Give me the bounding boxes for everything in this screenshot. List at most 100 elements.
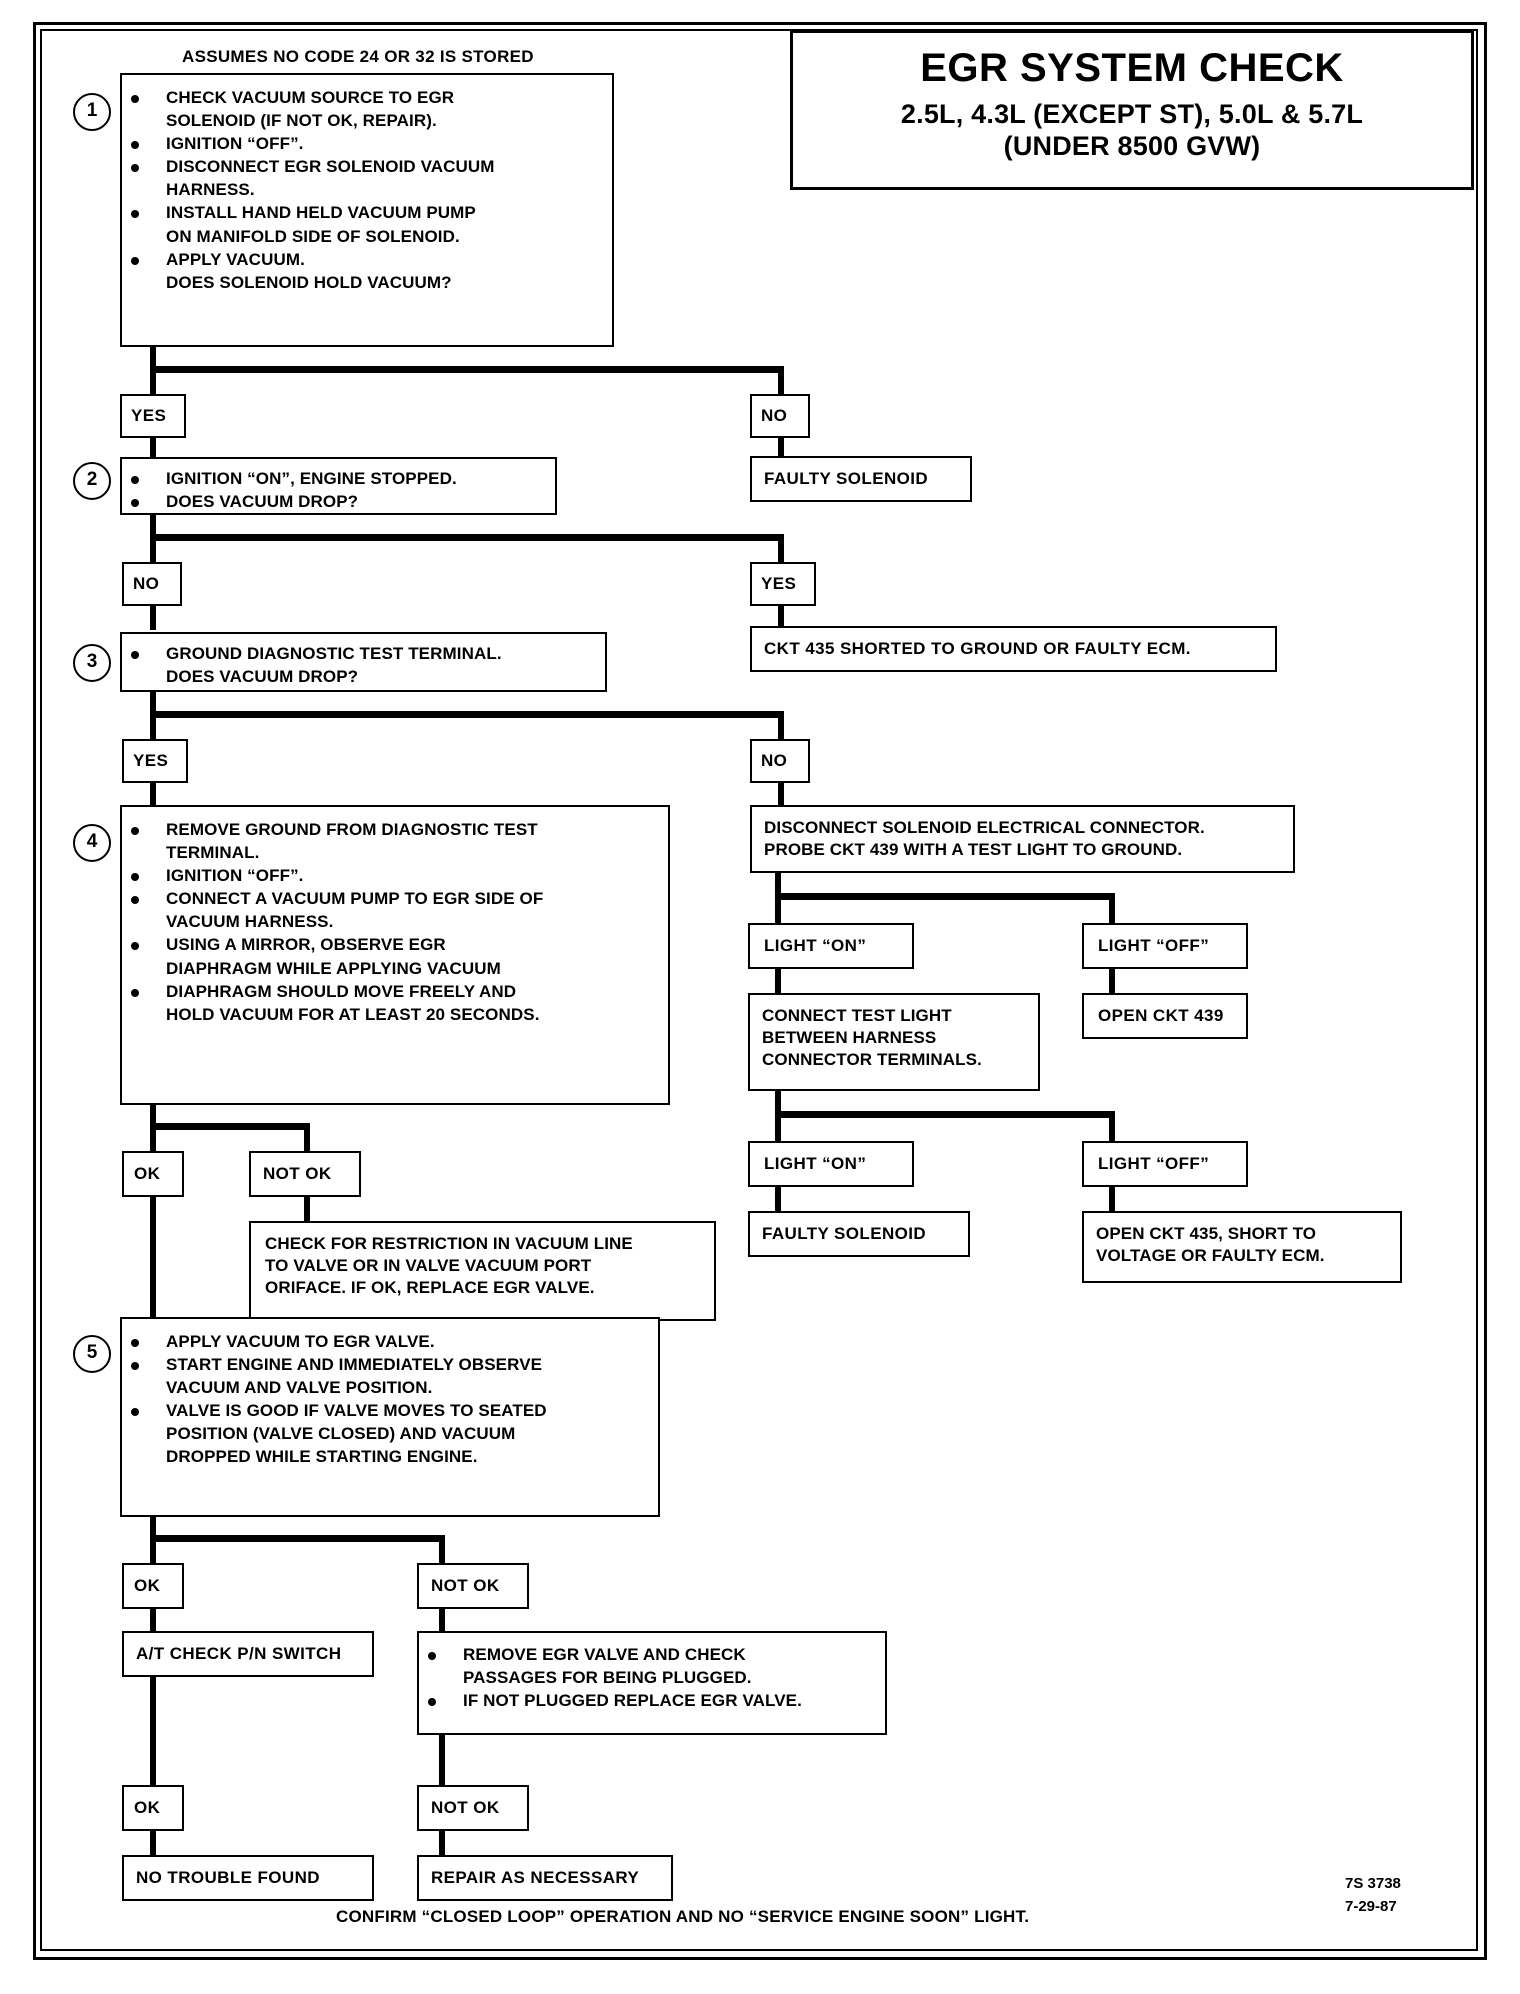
connector-at-check-down — [150, 1677, 156, 1787]
step-5-line-5: POSITION (VALVE CLOSED) AND VACUUM — [166, 1424, 516, 1444]
terminal-remove-egr-valve-line2: PASSAGES FOR BEING PLUGGED. — [463, 1668, 752, 1688]
terminal-faulty-solenoid-2: FAULTY SOLENOID — [748, 1211, 970, 1257]
terminal-repair-as-necessary: REPAIR AS NECESSARY — [417, 1855, 673, 1901]
terminal-remove-egr-valve-line1: REMOVE EGR VALVE AND CHECK — [419, 1644, 885, 1666]
connector-step1-to-yes — [150, 366, 156, 394]
step-4-box: REMOVE GROUND FROM DIAGNOSTIC TEST TERMI… — [120, 805, 670, 1105]
branch-label-light-off-2: LIGHT “OFF” — [1082, 1141, 1248, 1187]
connector-step5-down — [150, 1517, 156, 1541]
step-1-line-7: ON MANIFOLD SIDE OF SOLENOID. — [166, 226, 460, 246]
terminal-open-ckt-439-text: OPEN CKT 439 — [1098, 1006, 1224, 1025]
step-5-line-4: VALVE IS GOOD IF VALVE MOVES TO SEATED — [122, 1400, 650, 1422]
step-1-list: CHECK VACUUM SOURCE TO EGR SOLENOID (IF … — [122, 87, 604, 294]
terminal-faulty-solenoid-1: FAULTY SOLENOID — [750, 456, 972, 502]
branch-label-yes-3-text: YES — [133, 751, 169, 770]
terminal-remove-egr-valve-list: REMOVE EGR VALVE AND CHECK PASSAGES FOR … — [419, 1644, 885, 1712]
branch-label-yes-1: YES — [120, 394, 186, 438]
step-1-line-6: INSTALL HAND HELD VACUUM PUMP — [122, 202, 604, 224]
step-number-3: 3 — [73, 644, 111, 682]
step-2-line-1: IGNITION “ON”, ENGINE STOPPED. — [122, 468, 547, 490]
branch-label-not-ok-6-text: NOT OK — [431, 1798, 500, 1817]
branch-label-no-3: NO — [750, 739, 810, 783]
branch-label-light-off-1-text: LIGHT “OFF” — [1098, 936, 1210, 955]
step-5-line-3: VACUUM AND VALVE POSITION. — [166, 1378, 433, 1398]
step-4-line-7: DIAPHRAGM WHILE APPLYING VACUUM — [166, 958, 501, 978]
title-main: EGR SYSTEM CHECK — [920, 46, 1344, 90]
branch-label-no-3-text: NO — [761, 751, 788, 770]
connector-no3-down — [778, 783, 784, 805]
page-border-outer — [33, 22, 1487, 1960]
assumption-note: ASSUMES NO CODE 24 OR 32 IS STORED — [182, 47, 534, 66]
connector-step2-horizontal — [150, 534, 784, 541]
terminal-ckt435-shorted: CKT 435 SHORTED TO GROUND OR FAULTY ECM. — [750, 626, 1277, 672]
terminal-open-ckt-435: OPEN CKT 435, SHORT TO VOLTAGE OR FAULTY… — [1082, 1211, 1402, 1283]
terminal-no-trouble-found-text: NO TROUBLE FOUND — [136, 1868, 320, 1887]
step-1-line-1: CHECK VACUUM SOURCE TO EGR — [122, 87, 604, 109]
step-4-line-4: CONNECT A VACUUM PUMP TO EGR SIDE OF — [122, 888, 660, 910]
connector-ok4-down — [150, 1197, 156, 1317]
terminal-check-restriction-line3: ORIFACE. IF OK, REPLACE EGR VALVE. — [265, 1278, 595, 1298]
step-number-5: 5 — [73, 1335, 111, 1373]
connector-notok6-down — [439, 1831, 445, 1857]
step-4-line-6: USING A MIRROR, OBSERVE EGR — [122, 934, 660, 956]
terminal-connect-test-light-line1: CONNECT TEST LIGHT — [762, 1006, 952, 1025]
connector-test-light-down — [775, 1091, 781, 1117]
step-1-line-8: APPLY VACUUM. — [122, 249, 604, 271]
step-5-box: APPLY VACUUM TO EGR VALVE. START ENGINE … — [120, 1317, 660, 1517]
step-number-4: 4 — [73, 824, 111, 862]
step-5-line-6: DROPPED WHILE STARTING ENGINE. — [166, 1447, 478, 1467]
branch-label-light-on-1: LIGHT “ON” — [748, 923, 914, 969]
connector-light-off-2-down — [1109, 1187, 1115, 1213]
branch-label-ok-6-text: OK — [134, 1798, 161, 1817]
connector-light-off-1-down — [1109, 969, 1115, 995]
step-3-line-2: DOES VACUUM DROP? — [166, 667, 359, 687]
branch-label-not-ok-4: NOT OK — [249, 1151, 361, 1197]
branch-label-ok-4: OK — [122, 1151, 184, 1197]
step-4-line-1: REMOVE GROUND FROM DIAGNOSTIC TEST — [122, 819, 660, 841]
step-number-2: 2 — [73, 462, 111, 500]
branch-label-no-1-text: NO — [761, 406, 788, 425]
page-border-inner — [40, 29, 1478, 1951]
step-3-box: GROUND DIAGNOSTIC TEST TERMINAL. DOES VA… — [120, 632, 607, 692]
step-3-list: GROUND DIAGNOSTIC TEST TERMINAL. DOES VA… — [122, 643, 597, 688]
connector-step3-to-no — [778, 711, 784, 739]
branch-label-light-on-1-text: LIGHT “ON” — [764, 936, 867, 955]
step-2-list: IGNITION “ON”, ENGINE STOPPED. DOES VACU… — [122, 468, 547, 513]
connector-notok4-down — [304, 1197, 310, 1223]
branch-label-yes-3: YES — [122, 739, 188, 783]
step-number-1: 1 — [73, 93, 111, 131]
terminal-connect-test-light-line2: BETWEEN HARNESS — [762, 1028, 937, 1048]
branch-label-ok-5: OK — [122, 1563, 184, 1609]
connector-remove-egr-down — [439, 1735, 445, 1787]
step-4-list: REMOVE GROUND FROM DIAGNOSTIC TEST TERMI… — [122, 819, 660, 1026]
connector-to-light-on-1 — [775, 893, 781, 923]
connector-step3-to-yes — [150, 711, 156, 739]
document-number: 7S 3738 — [1345, 1875, 1401, 1892]
branch-label-not-ok-5: NOT OK — [417, 1563, 529, 1609]
connector-to-light-off-2 — [1109, 1111, 1115, 1141]
connector-disconnect-down — [775, 873, 781, 899]
branch-label-yes-1-text: YES — [131, 406, 167, 425]
connector-disconnect-horizontal — [775, 893, 1115, 900]
document-date: 7-29-87 — [1345, 1897, 1397, 1915]
connector-step4-to-notok — [304, 1123, 310, 1151]
branch-label-not-ok-4-text: NOT OK — [263, 1164, 332, 1183]
branch-label-light-on-2: LIGHT “ON” — [748, 1141, 914, 1187]
connector-light-on-1-down — [775, 969, 781, 995]
connector-light-on-2-down — [775, 1187, 781, 1213]
connector-yes3-down — [150, 783, 156, 807]
step-1-line-3: IGNITION “OFF”. — [122, 133, 604, 155]
terminal-connect-test-light: CONNECT TEST LIGHT BETWEEN HARNESS CONNE… — [748, 993, 1040, 1091]
connector-yes2-down — [778, 606, 784, 628]
terminal-connect-test-light-line3: CONNECTOR TERMINALS. — [762, 1050, 982, 1070]
terminal-at-check-pn-switch-text: A/T CHECK P/N SWITCH — [136, 1644, 342, 1663]
terminal-open-ckt-435-line1: OPEN CKT 435, SHORT TO — [1096, 1224, 1317, 1243]
connector-step1-down — [150, 347, 156, 372]
document-id-block: 7S 3738 7-29-87 — [1345, 1873, 1401, 1918]
branch-label-ok-6: OK — [122, 1785, 184, 1831]
connector-step1-horizontal — [150, 366, 784, 373]
connector-step5-horizontal — [150, 1535, 445, 1542]
terminal-faulty-solenoid-2-text: FAULTY SOLENOID — [762, 1224, 927, 1243]
connector-step4-horizontal — [150, 1123, 310, 1130]
